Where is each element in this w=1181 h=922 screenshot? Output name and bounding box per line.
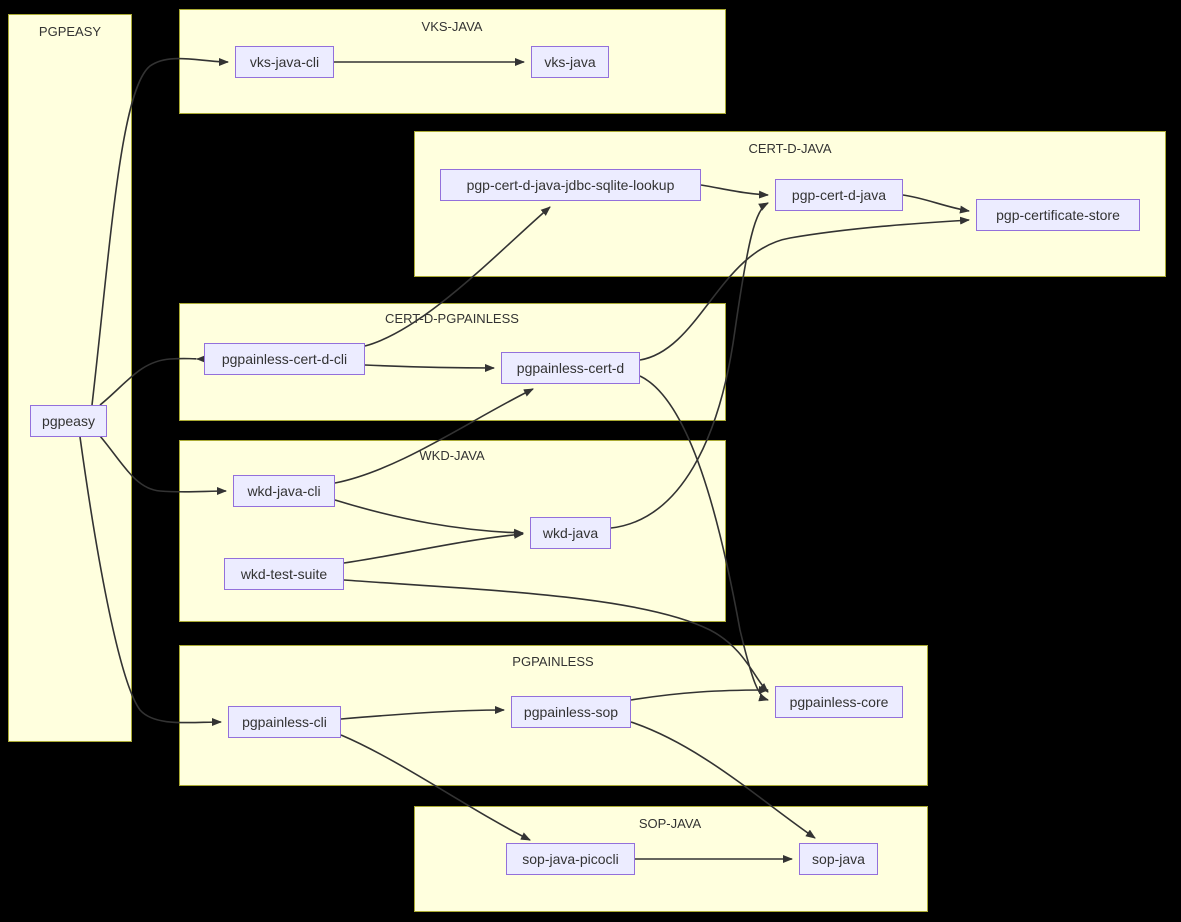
node-pgpainless-sop[interactable]: pgpainless-sop — [511, 696, 631, 728]
cluster-label-pgpeasy: PGPEASY — [38, 24, 102, 39]
cluster-label-pgpainless: PGPAINLESS — [512, 654, 594, 669]
node-pgpeasy[interactable]: pgpeasy — [30, 405, 107, 437]
node-pgp-cert-d-java[interactable]: pgp-cert-d-java — [775, 179, 903, 211]
node-wkd-java[interactable]: wkd-java — [530, 517, 611, 549]
node-sop-java[interactable]: sop-java — [799, 843, 878, 875]
cluster-label-wkd_java: WKD-JAVA — [419, 448, 485, 463]
cluster-pgpeasy — [8, 14, 132, 742]
node-pgp-cert-d-java-jdbc-sqlite-lookup[interactable]: pgp-cert-d-java-jdbc-sqlite-lookup — [440, 169, 701, 201]
node-pgp-certificate-store[interactable]: pgp-certificate-store — [976, 199, 1140, 231]
cluster-label-cert_d_java: CERT-D-JAVA — [748, 141, 832, 156]
node-wkd-java-cli[interactable]: wkd-java-cli — [233, 475, 335, 507]
cluster-label-vks_java: VKS-JAVA — [421, 19, 483, 34]
node-pgpainless-cert-d[interactable]: pgpainless-cert-d — [501, 352, 640, 384]
node-vks-java-cli[interactable]: vks-java-cli — [235, 46, 334, 78]
node-vks-java[interactable]: vks-java — [531, 46, 609, 78]
node-wkd-test-suite[interactable]: wkd-test-suite — [224, 558, 344, 590]
cluster-wkd_java — [179, 440, 726, 622]
node-pgpainless-core[interactable]: pgpainless-core — [775, 686, 903, 718]
node-sop-java-picocli[interactable]: sop-java-picocli — [506, 843, 635, 875]
node-pgpainless-cert-d-cli[interactable]: pgpainless-cert-d-cli — [204, 343, 365, 375]
cluster-label-sop_java: SOP-JAVA — [638, 816, 702, 831]
node-pgpainless-cli[interactable]: pgpainless-cli — [228, 706, 341, 738]
cluster-label-cert_d_pgpainless: CERT-D-PGPAINLESS — [385, 311, 519, 326]
